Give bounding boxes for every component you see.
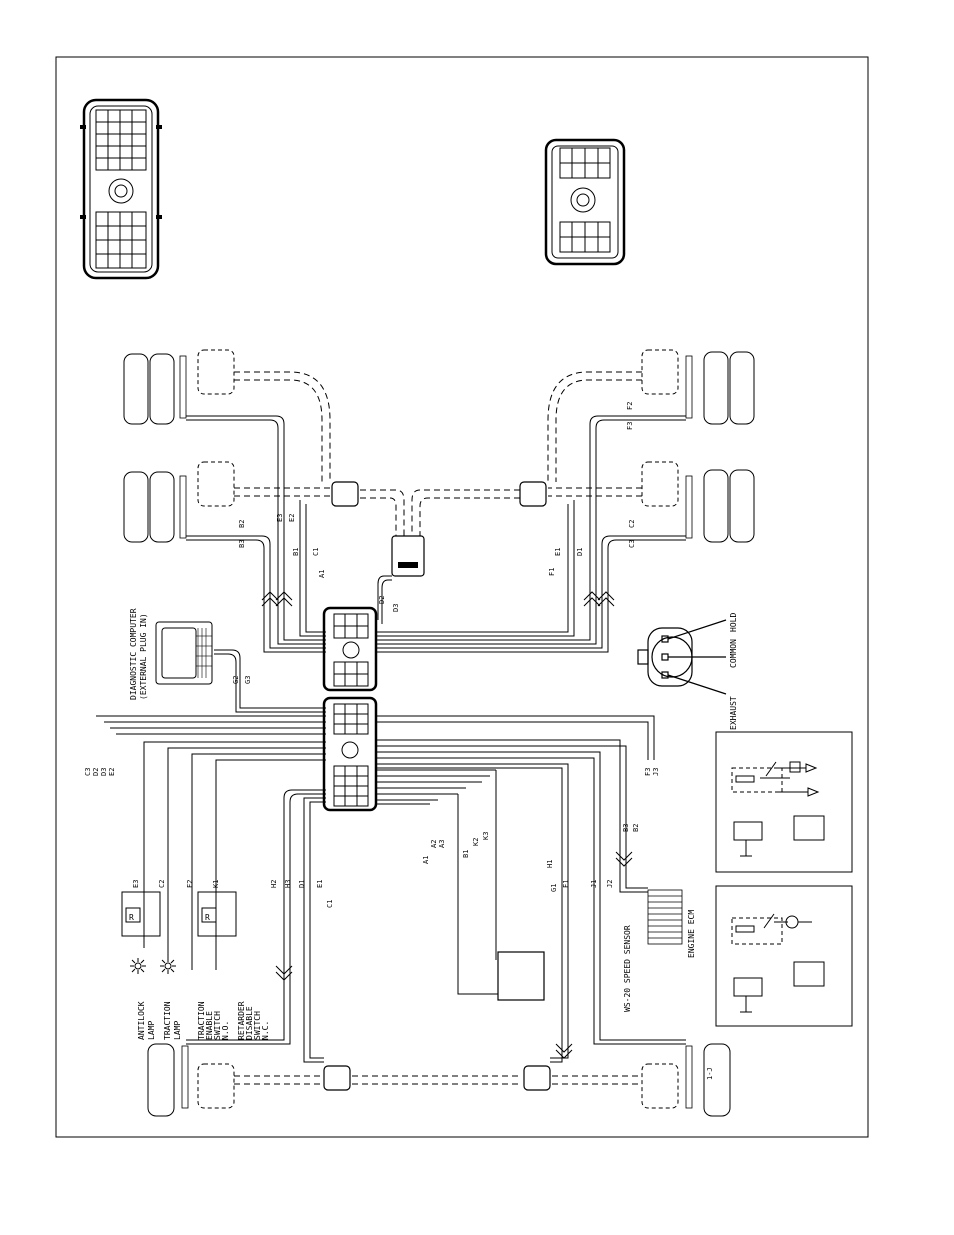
wire-label: A1 (318, 570, 326, 578)
wire-label: F3 (644, 768, 652, 776)
wire-label: F1 (562, 880, 570, 888)
wire-label: K2 (472, 838, 480, 846)
wire-label: F2 (186, 880, 194, 888)
wire-label: K1 (212, 880, 220, 888)
retarder-switch-label-3: SWITCH (253, 1011, 262, 1040)
wire-label: C2 (628, 520, 636, 528)
ecu-lower (322, 696, 378, 812)
wire-label: G2 (232, 676, 240, 684)
wire-label: E2 (108, 768, 116, 776)
relay-label-1: R (129, 913, 134, 922)
wire-label: C2 (158, 880, 166, 888)
engine-ecm-label: ENGINE ECM (687, 910, 696, 958)
wire-label: D1 (298, 880, 306, 888)
external-plug-in-label: (EXTERNAL PLUG IN) (139, 613, 148, 700)
common-label: COMMON (729, 639, 738, 668)
wire-label: K3 (482, 832, 490, 840)
wire-label: D1 (576, 548, 584, 556)
wire-label: B3 (238, 540, 246, 548)
schematic-box-2 (715, 885, 853, 1027)
wire-label: A2 (430, 840, 438, 848)
traction-lamp-label-2: LAMP (173, 1021, 182, 1040)
retarder-switch-label-4: N.C. (261, 1021, 270, 1040)
wire-label: E2 (288, 514, 296, 522)
traction-lamp-label-1: TRACTION (163, 1001, 172, 1040)
ecu-upper (322, 606, 378, 692)
page-frame (55, 56, 869, 1138)
wire-label: E1 (316, 880, 324, 888)
traction-switch-label-2: ENABLE (205, 1011, 214, 1040)
wire-label: D2 (378, 596, 386, 604)
exhaust-label: EXHAUST (729, 696, 738, 730)
small-ecu-connector (544, 138, 626, 266)
traction-switch-label-3: SWITCH (213, 1011, 222, 1040)
harness-chevrons (261, 591, 633, 1059)
traction-switch-label-4: N.O. (221, 1021, 230, 1040)
retarder-switch-label-1: RETARDER (237, 1001, 246, 1040)
traction-switch-label-1: TRACTION (197, 1001, 206, 1040)
diagnostic-computer (155, 621, 213, 685)
air-lines (234, 371, 642, 1085)
wire-label: C1 (326, 900, 334, 908)
antilock-lamp-label-2: LAMP (147, 1021, 156, 1040)
wire-label: D3 (100, 768, 108, 776)
schematic-box-1 (715, 731, 853, 873)
wire-label: C3 (628, 540, 636, 548)
wire-label: A1 (422, 856, 430, 864)
wire-label: B3 (622, 824, 630, 832)
wire-label: D2 (92, 768, 100, 776)
relay-label-2: R (205, 913, 210, 922)
wire-label: F2 (626, 402, 634, 410)
wire-label: C3 (84, 768, 92, 776)
wire-label: 1-J (706, 1067, 714, 1080)
hold-label: HOLD (729, 613, 738, 632)
relays (121, 891, 237, 937)
wire-label: H2 (270, 880, 278, 888)
text-labels: DIAGNOSTIC COMPUTER (EXTERNAL PLUG IN) E… (84, 402, 738, 1080)
wire-label: F1 (548, 568, 556, 576)
valve-connector (637, 619, 727, 695)
wire-label: B2 (632, 824, 640, 832)
tire-group (123, 351, 755, 1117)
diagnostic-computer-label: DIAGNOSTIC COMPUTER (129, 608, 138, 700)
retarder-switch-label-2: DISABLE (245, 1006, 254, 1040)
large-ecu-connector (80, 98, 162, 280)
engine-ecm-block (647, 889, 683, 945)
wire-label: G1 (550, 884, 558, 892)
wire-label: E1 (554, 548, 562, 556)
wire-label: E3 (132, 880, 140, 888)
wire-label: C1 (312, 548, 320, 556)
wire-label: J1 (590, 880, 598, 888)
wire-label: G3 (244, 676, 252, 684)
wire-label: J2 (606, 880, 614, 888)
lamp-icons (130, 958, 176, 974)
wire-harness (96, 415, 686, 1063)
speed-sensor-label: WS-20 SPEED SENSOR (623, 925, 632, 1012)
wire-label: E3 (276, 514, 284, 522)
antilock-lamp-label-1: ANTILOCK (137, 1001, 146, 1040)
wire-label: H3 (284, 880, 292, 888)
brake-chambers (197, 349, 679, 1109)
tone-ring-group (179, 355, 693, 1109)
wire-label: J3 (652, 768, 660, 776)
wire-label: F3 (626, 422, 634, 430)
wire-label: H1 (546, 860, 554, 868)
modulator-valves (323, 481, 551, 1091)
battery (497, 951, 545, 1001)
wire-label: B2 (238, 520, 246, 528)
wire-label: A3 (438, 840, 446, 848)
wire-label: B1 (462, 850, 470, 858)
wire-label: B1 (292, 548, 300, 556)
wire-label: D3 (392, 604, 400, 612)
